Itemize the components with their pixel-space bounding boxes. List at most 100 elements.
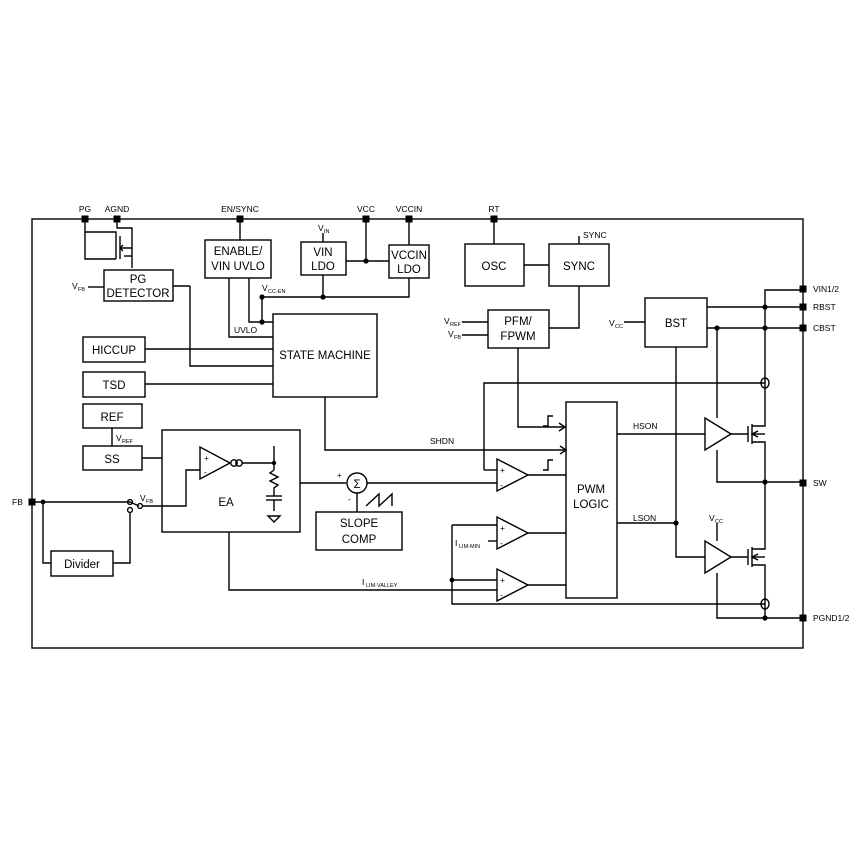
svg-text:+: +	[337, 470, 342, 480]
sync-label: SYNC	[563, 261, 595, 273]
divider-block	[50, 550, 114, 577]
pfm-fpwm-label-1: PFM/	[504, 316, 532, 328]
sync-input-label: SYNC	[583, 230, 607, 240]
ea-block	[161, 429, 301, 533]
svg-text:-: -	[500, 538, 503, 548]
pin-rbst-label: RBST	[813, 302, 836, 312]
pwm-logic-label-2: LOGIC	[573, 499, 609, 511]
pin-cbst-label: CBST	[813, 323, 836, 333]
enable-uvlo-block	[204, 239, 272, 279]
ls-current-sense	[760, 598, 770, 610]
pin-en-sync-label: EN/SYNC	[221, 204, 259, 214]
svg-text:+: +	[500, 465, 505, 475]
pin-fb-label: FB	[12, 497, 23, 507]
ilim-valley-comparator	[496, 567, 530, 603]
vcc-ls-main: V	[709, 513, 715, 523]
ref-label: REF	[101, 412, 124, 424]
slope-comp-block	[315, 511, 403, 551]
pin-agnd-label: AGND	[105, 204, 130, 214]
vin-sub: IN	[324, 229, 330, 235]
vccin-ldo-label-2: LDO	[397, 264, 421, 276]
pin-pg-label: PG	[79, 204, 91, 214]
hiccup-label: HICCUP	[92, 345, 136, 357]
vfb-pfm-main: V	[448, 329, 454, 339]
vfb-pg-main: V	[72, 281, 78, 291]
svg-text:-: -	[204, 467, 207, 477]
hs-driver	[704, 416, 733, 452]
slope-comp-label-2: COMP	[342, 534, 377, 546]
pin-vcc-label: VCC	[357, 204, 375, 214]
svg-text:+: +	[500, 523, 505, 533]
vin-ldo-label-2: LDO	[311, 261, 335, 273]
ls-driver	[704, 539, 733, 575]
ea-amplifier	[199, 445, 232, 481]
vcc-bst-main: V	[609, 318, 615, 328]
pin-fb	[28, 498, 36, 506]
vfb-pfm-sub: FB	[454, 335, 461, 341]
svg-text:+: +	[500, 575, 505, 585]
vfb-sw-sub: FB	[146, 499, 153, 505]
ramp-icon	[365, 492, 393, 508]
vcc-en-sub: CC-EN	[268, 289, 285, 295]
hs-current-sense	[760, 377, 770, 389]
pwm-logic-label-1: PWM	[577, 484, 605, 496]
bst-label: BST	[665, 318, 687, 330]
svg-text:+: +	[204, 453, 209, 463]
ea-label: EA	[218, 497, 234, 509]
vref-pfm-main: V	[444, 316, 450, 326]
pg-detector-label-2: DETECTOR	[106, 288, 169, 300]
vfb-sw-main: V	[140, 493, 146, 503]
ilim-min-main: I	[455, 538, 457, 548]
pin-pgnd12-label: PGND1/2	[813, 613, 850, 623]
vin-ldo-label-1: VIN	[313, 247, 332, 259]
osc-label: OSC	[482, 261, 507, 273]
vref-pfm-sub: REF	[450, 322, 462, 328]
vcc-ls-sub: CC	[715, 519, 723, 525]
divider-label: Divider	[64, 559, 100, 571]
vcc-en-main: V	[262, 283, 268, 293]
svg-text:-: -	[348, 494, 351, 504]
hiccup-block	[82, 336, 146, 363]
svg-text:-: -	[500, 590, 503, 600]
vfb-pg-sub: FB	[78, 287, 85, 293]
pin-sw-label: SW	[813, 478, 827, 488]
svg-text:-: -	[500, 480, 503, 490]
pwm-logic-block	[565, 401, 618, 599]
pg-detector-block	[103, 269, 174, 302]
pwm-comparator	[496, 457, 530, 493]
ilim-valley-main: I	[362, 577, 364, 587]
hson-label: HSON	[633, 421, 658, 431]
pin-vccin-label: VCCIN	[396, 204, 422, 214]
lson-label: LSON	[633, 513, 656, 523]
ilim-valley-sub: LIM-VALLEY	[366, 583, 398, 589]
ilim-min-sub: LIM-MIN	[459, 544, 480, 550]
vin-main: V	[318, 223, 324, 233]
pg-detector-label-1: PG	[130, 274, 147, 286]
svg-text:Σ: Σ	[353, 479, 360, 491]
pg-mosfet	[84, 219, 133, 268]
ic-boundary	[31, 218, 804, 649]
pin-rt-label: RT	[488, 204, 499, 214]
enable-uvlo-label-2: VIN UVLO	[211, 261, 265, 273]
pin-vin12	[799, 285, 807, 293]
vref-ss-sub: REF	[122, 439, 134, 445]
pin-sw	[799, 479, 807, 487]
pfm-fpwm-label-2: FPWM	[500, 331, 535, 343]
state-machine-block	[272, 313, 378, 398]
ss-label: SS	[104, 454, 120, 466]
vcc-bst-sub: CC	[615, 324, 623, 330]
enable-uvlo-label-1: ENABLE/	[214, 246, 263, 258]
ilim-min-comparator	[496, 515, 530, 551]
shdn-label: SHDN	[430, 436, 454, 446]
slope-comp-label-1: SLOPE	[340, 518, 379, 530]
vccin-ldo-label-1: VCCIN	[391, 250, 427, 262]
state-machine-label: STATE MACHINE	[279, 350, 371, 362]
tsd-block	[82, 371, 146, 398]
uvlo-label: UVLO	[234, 325, 258, 335]
tsd-label: TSD	[103, 380, 126, 392]
pfm-fpwm-block	[487, 309, 550, 349]
ss-block	[82, 445, 143, 471]
vref-ss-main: V	[116, 433, 122, 443]
pin-vin12-label: VIN1/2	[813, 284, 839, 294]
